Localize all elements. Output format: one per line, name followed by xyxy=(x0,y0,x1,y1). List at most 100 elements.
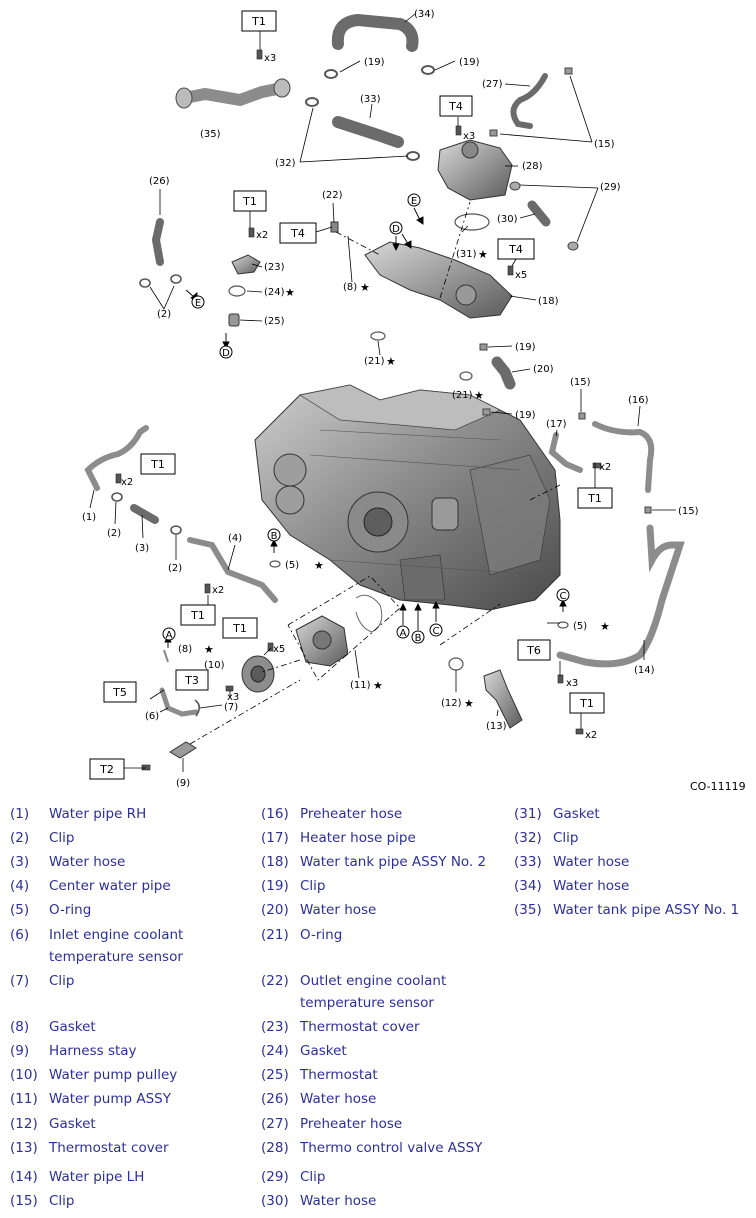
outlet-sensor-22 xyxy=(330,221,339,233)
thermostat-cover-23 xyxy=(231,254,261,275)
inlet-sensor-6 xyxy=(159,687,199,717)
callout: (8) xyxy=(343,282,357,293)
water-hose-30 xyxy=(527,200,551,227)
callout: (1) xyxy=(82,512,96,523)
torque-tags: T1 T4 T1 T4 T4 T1 T1 T1 T1 T6 T3 T5 T1 T… xyxy=(89,10,613,780)
qty-label: x3 xyxy=(264,53,276,64)
torque-tag-t1: T1 xyxy=(150,458,165,471)
torque-tag-t4: T4 xyxy=(448,100,463,113)
callouts: (34) (19) (19) (27) (33) (35) (15) (32) … xyxy=(82,9,699,789)
connection-markers: E E D D A A B B C C xyxy=(162,193,570,644)
connection-a: A xyxy=(166,630,173,641)
clip-15-top xyxy=(564,67,573,75)
callout: (19) xyxy=(459,57,480,68)
replace-marks: ★ ★ ★ ★ ★ ★ ★ ★ ★ ★ xyxy=(204,248,610,710)
center-water-pipe-4 xyxy=(187,537,278,603)
callout: (2) xyxy=(157,309,171,320)
water-hose-20 xyxy=(491,356,516,390)
callout: (6) xyxy=(145,711,159,722)
torque-tag-t1: T1 xyxy=(242,195,257,208)
clip-2-left-b xyxy=(170,525,182,535)
callout: (25) xyxy=(264,316,285,327)
clip-19-b xyxy=(421,65,435,75)
arrows xyxy=(164,207,567,648)
callout: (10) xyxy=(204,660,225,671)
connection-c: C xyxy=(560,591,567,602)
dashed-lines xyxy=(189,201,561,745)
star-icon: ★ xyxy=(204,643,214,656)
qty-label: x3 xyxy=(463,131,475,142)
callout: (3) xyxy=(135,543,149,554)
star-icon: ★ xyxy=(373,679,383,692)
qty-label: x3 xyxy=(227,692,239,703)
preheater-hose-27 xyxy=(510,73,548,129)
torque-tag-t5: T5 xyxy=(112,686,127,699)
clip-2-left-a xyxy=(111,492,123,502)
clip-29-a xyxy=(509,181,521,191)
preheater-hose-16 xyxy=(592,421,655,493)
clip-15-right-a xyxy=(578,412,586,420)
water-hose-34 xyxy=(331,13,419,52)
callout: (22) xyxy=(322,190,343,201)
callout: (11) xyxy=(350,680,371,691)
callout: (26) xyxy=(149,176,170,187)
callout: (15) xyxy=(678,506,699,517)
callout: (2) xyxy=(107,528,121,539)
callout: (32) xyxy=(275,158,296,169)
water-pump-11 xyxy=(295,594,383,667)
callout: (31) xyxy=(456,249,477,260)
exploded-diagram: T1 T4 T1 T4 T4 T1 T1 T1 T1 T6 T3 T5 T1 T… xyxy=(82,9,699,789)
callout: (27) xyxy=(482,79,503,90)
gasket-12 xyxy=(448,657,464,671)
clip-32-a xyxy=(305,97,319,107)
torque-tag-t1: T1 xyxy=(587,492,602,505)
o-ring-21-b xyxy=(459,371,473,381)
torque-tag-t4: T4 xyxy=(290,227,305,240)
callout: (33) xyxy=(360,94,381,105)
torque-tag-t1: T1 xyxy=(579,697,594,710)
callout: (8) xyxy=(178,644,192,655)
water-pump-pulley-10 xyxy=(241,655,275,693)
torque-tag-t3: T3 xyxy=(184,674,199,687)
torque-tag-t1: T1 xyxy=(190,609,205,622)
bolt-icon xyxy=(115,49,602,771)
clip-7 xyxy=(194,699,201,717)
clip-2-top-a xyxy=(139,278,151,288)
star-icon: ★ xyxy=(600,620,610,633)
harness-stay-9 xyxy=(169,741,197,759)
star-icon: ★ xyxy=(285,286,295,299)
callout: (14) xyxy=(634,665,655,676)
water-tank-pipe-18 xyxy=(364,241,513,319)
water-hose-33 xyxy=(332,116,404,148)
torque-tag-t6: T6 xyxy=(526,644,541,657)
clip-15-mid xyxy=(489,129,498,137)
connection-d: D xyxy=(392,224,400,235)
qty-label: x2 xyxy=(599,462,611,473)
callout: (19) xyxy=(364,57,385,68)
callout: (5) xyxy=(573,621,587,632)
clip-29-b xyxy=(567,241,579,251)
callout: (12) xyxy=(441,698,462,709)
callout: (30) xyxy=(497,214,518,225)
water-pipe-lh-14 xyxy=(556,524,685,668)
clip-32-b xyxy=(406,151,420,161)
qty-label: x2 xyxy=(212,585,224,596)
heater-hose-pipe-17 xyxy=(548,432,583,473)
callout: (15) xyxy=(594,139,615,150)
quantity-labels: x3 x3 x2 x5 x2 x2 x2 x5 x3 x3 x2 xyxy=(121,53,611,741)
callout: (21) xyxy=(452,390,473,401)
callout: (24) xyxy=(264,287,285,298)
connection-a: A xyxy=(400,628,407,639)
gasket-8 xyxy=(163,649,169,663)
callout: (18) xyxy=(538,296,559,307)
star-icon: ★ xyxy=(478,248,488,261)
qty-label: x2 xyxy=(256,230,268,241)
callout: (21) xyxy=(364,356,385,367)
qty-label: x5 xyxy=(273,644,285,655)
qty-label: x2 xyxy=(585,730,597,741)
thermo-control-valve-28 xyxy=(437,139,513,201)
connection-e: E xyxy=(195,298,201,309)
connection-d: D xyxy=(222,348,230,359)
clip-19-a xyxy=(324,69,338,79)
qty-label: x2 xyxy=(121,477,133,488)
